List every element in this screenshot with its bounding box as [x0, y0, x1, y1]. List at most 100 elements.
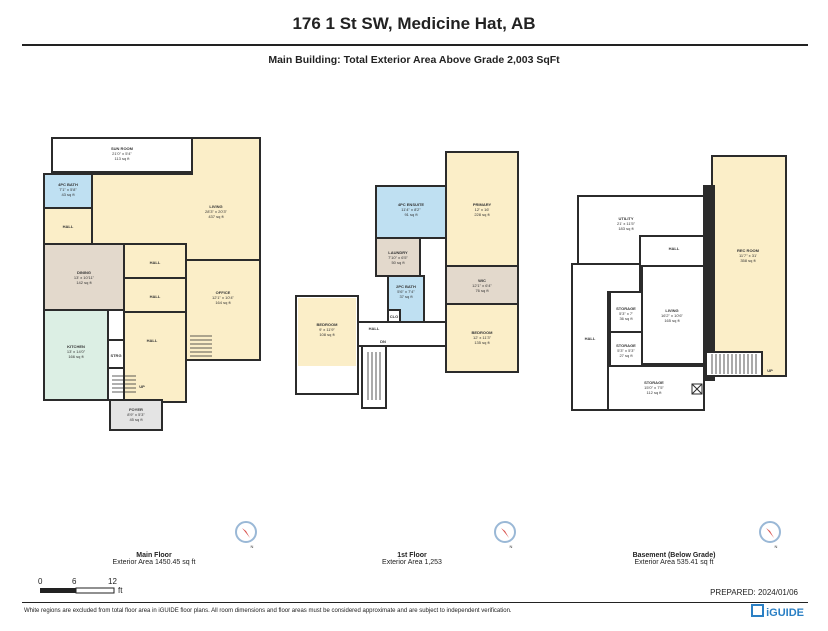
hall1-room — [43, 207, 93, 245]
wic-area: 76 sq ft — [475, 288, 489, 293]
office-area: 164 sq ft — [215, 300, 231, 305]
bedroom1-dim: 9' x 11'9" — [319, 327, 335, 332]
storage3-dim: 15'0" x 7'5" — [644, 385, 664, 390]
basement-wall-mass — [703, 185, 715, 381]
ensuite-room — [375, 185, 447, 239]
foyer-dim: 8'9" x 5'3" — [127, 412, 145, 417]
scale-label-6: 6 — [72, 577, 77, 586]
primary-dim: 12' x 16' — [475, 207, 490, 212]
storage1-area: 36 sq ft — [619, 316, 633, 321]
brand-icon — [751, 604, 765, 617]
basement-living-room — [641, 265, 705, 365]
sunroom-area: 113 sq ft — [114, 156, 130, 161]
svg-text:N: N — [775, 544, 778, 549]
hall1-label: HALL — [63, 224, 74, 229]
storage3-label: STORAGE — [644, 380, 664, 385]
first-floor-plan — [295, 151, 519, 409]
storage2-label: STORAGE — [616, 343, 636, 348]
ensuite-label: 4PC ENSUITE — [398, 202, 425, 207]
hall4-label: HALL — [147, 338, 158, 343]
hall3-room — [123, 277, 187, 313]
foyer-room — [109, 399, 163, 431]
scale-unit: ft — [118, 586, 123, 595]
laundry-area: 50 sq ft — [391, 260, 405, 265]
office-dim: 12'1" x 10'4" — [212, 295, 235, 300]
basement-stair — [705, 351, 763, 377]
utility-dim: 21' x 11'5" — [617, 221, 636, 226]
basement-plan — [571, 155, 787, 411]
main-floor-area: Exterior Area 1450.45 sq ft — [112, 559, 196, 566]
foyer-area: 45 sq ft — [129, 417, 143, 422]
kitchen-dim: 13' x 14'0" — [67, 349, 86, 354]
basement-name: Basement (Below Grade) — [632, 552, 716, 559]
bedroom2-label: BEDROOM — [472, 330, 494, 335]
storage2-dim: 5'3" x 5'3" — [617, 348, 635, 353]
first-hall-label: HALL — [369, 326, 380, 331]
wic-label: WIC — [478, 278, 486, 283]
bath2-dim: 5'6" x 7'4" — [397, 289, 415, 294]
wic-room — [445, 265, 519, 305]
office-label: OFFICE — [216, 290, 231, 295]
laundry-dim: 7'10" x 6'5" — [388, 255, 408, 260]
sunroom-label: SUN ROOM — [111, 146, 134, 151]
first-floor-labels: 4PC ENSUITE 11'4" x 8'2" 91 sq ft PRIMAR… — [317, 202, 494, 345]
storage1-label: STORAGE — [616, 306, 636, 311]
bath4-area: 43 sq ft — [61, 192, 75, 197]
bath2-area: 37 sq ft — [399, 294, 413, 299]
bedroom2-room — [445, 303, 519, 373]
footer-rule — [22, 602, 808, 603]
main-floor-plan — [43, 137, 261, 431]
primary-label: PRIMARY — [473, 202, 492, 207]
first-floor-caption: 1st Floor Exterior Area 1,253 — [312, 552, 512, 566]
living-label: LIVING — [209, 204, 222, 209]
storage2-area: 27 sq ft — [619, 353, 633, 358]
prepared-date: PREPARED: 2024/01/06 — [710, 588, 798, 597]
rec-label: REC ROOM — [737, 248, 760, 253]
hall-top-room — [639, 235, 705, 267]
utility-area: 183 sq ft — [618, 226, 634, 231]
sunroom-room — [51, 137, 193, 173]
main-floor-caption: Main Floor Exterior Area 1450.45 sq ft — [54, 552, 254, 566]
first-floor-name: 1st Floor — [397, 552, 427, 559]
hall3-label: HALL — [150, 294, 161, 299]
bedroom2-dim: 12' x 11'3" — [473, 335, 492, 340]
first-floor-area: Exterior Area 1,253 — [382, 559, 442, 566]
scale-label-12: 12 — [108, 577, 117, 586]
office-room — [185, 259, 261, 361]
first-dn-label: DN — [380, 339, 386, 344]
footer-disclaimer: White regions are excluded from total fl… — [24, 608, 512, 614]
bath2-label: 2PC BATH — [396, 284, 416, 289]
storage3-room — [607, 365, 705, 411]
basement-hall1-label: HALL — [669, 246, 680, 251]
main-floor-labels: SUN ROOM 21'0" x 5'4" 113 sq ft 4PC BATH… — [58, 146, 234, 422]
basement-labels: UTILITY 21' x 11'5" 183 sq ft HALL REC R… — [585, 216, 773, 395]
brand-logo: iGUIDE — [751, 604, 804, 619]
svg-text:N: N — [510, 544, 513, 549]
strg-label: STRG — [110, 353, 121, 358]
svg-text:N: N — [251, 544, 254, 549]
kitchen-label: KITCHEN — [67, 344, 85, 349]
storage3-area: 112 sq ft — [646, 390, 662, 395]
title-rule — [22, 44, 808, 46]
primary-room — [445, 151, 519, 267]
living-area: 437 sq ft — [208, 214, 224, 219]
basement-living-dim: 16'2" x 10'6" — [661, 313, 684, 318]
dining-dim: 13' x 10'11" — [74, 275, 95, 280]
page-title: 176 1 St SW, Medicine Hat, AB — [292, 14, 536, 33]
dining-label: DINING — [77, 270, 91, 275]
basement-living-area: 165 sq ft — [664, 318, 680, 323]
bedroom1-room — [298, 298, 356, 366]
main-up-label: UP — [139, 384, 145, 389]
basement-x-icon — [691, 383, 703, 395]
scale-bar — [40, 587, 115, 594]
hall2-label: HALL — [150, 260, 161, 265]
compass-basement-icon: N — [759, 521, 781, 549]
primary-area: 228 sq ft — [474, 212, 490, 217]
wic-dim: 12'1" x 6'4" — [472, 283, 492, 288]
basement-area: Exterior Area 535.41 sq ft — [634, 559, 714, 566]
living-dim: 28'3" x 20'3" — [205, 209, 228, 214]
main-floor-name: Main Floor — [136, 552, 172, 559]
bedroom1-area: 108 sq ft — [319, 332, 335, 337]
bedroom2-area: 135 sq ft — [474, 340, 490, 345]
